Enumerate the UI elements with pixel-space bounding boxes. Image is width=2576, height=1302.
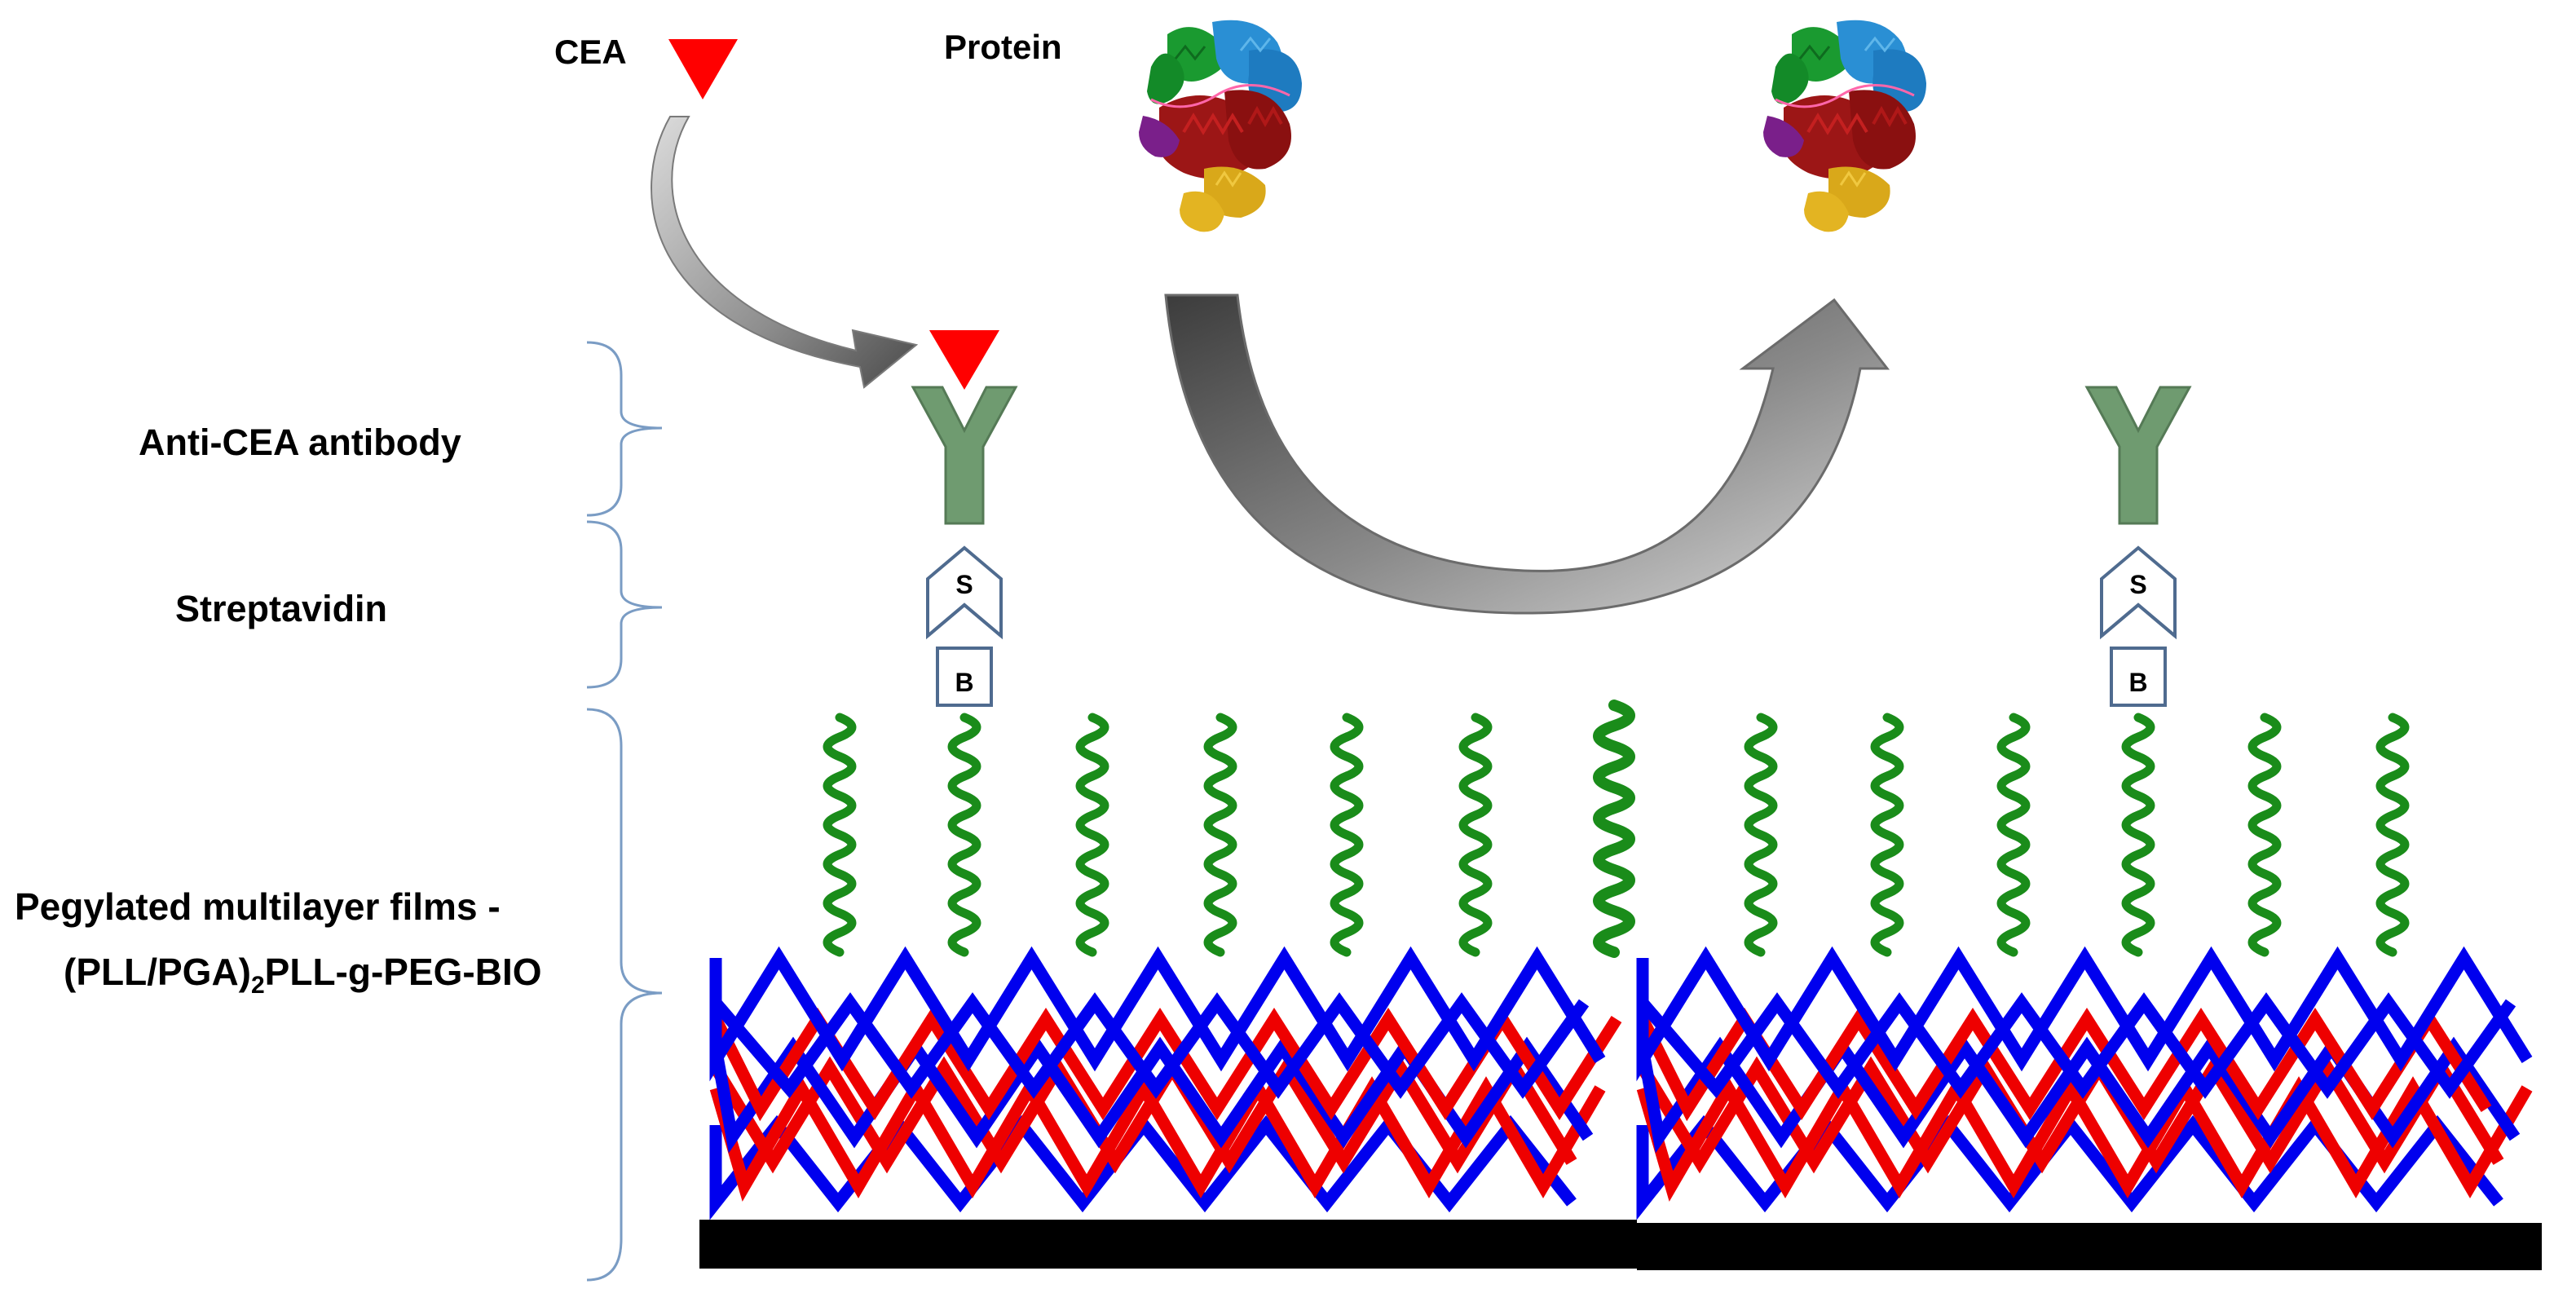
multilayer-film (709, 946, 2533, 1220)
films-label-prefix: (PLL/PGA) (64, 951, 251, 993)
peg-chain-icon (2247, 713, 2282, 957)
films-label-line1: Pegylated multilayer films - (15, 885, 501, 928)
streptavidin-marker: S (955, 570, 973, 599)
bound-cea-antigen-icon (929, 330, 999, 390)
pga-layer (710, 1008, 1622, 1122)
peg-chain-icon (1593, 700, 1635, 958)
antibody-label: Anti-CEA antibody (139, 421, 461, 463)
streptavidin-brace (586, 520, 663, 689)
pll-top-layer (709, 946, 1606, 1082)
films-label-subscript: 2 (251, 972, 265, 999)
cea-binding-arrow (651, 116, 919, 389)
antibody-brace (586, 341, 663, 517)
peg-chain-icon (1870, 713, 1904, 957)
streptavidin-marker: S (2129, 570, 2146, 599)
cea-label: CEA (554, 33, 627, 71)
substrate-left (699, 1220, 1637, 1269)
cea-antigen-icon (668, 39, 738, 99)
protein-label: Protein (944, 28, 1062, 66)
films-label-suffix: PLL-g-PEG-BIO (265, 951, 542, 993)
peg-chain-group (823, 700, 2410, 958)
pll-top-layer (1636, 946, 2533, 1082)
streptavidin-inner-chevron (926, 602, 1003, 638)
protein-structure-icon (1763, 20, 1926, 232)
peg-chain-icon (1203, 713, 1237, 957)
peg-chain-icon (823, 713, 857, 957)
peg-chain-icon (1458, 713, 1493, 957)
protein-repulsion-arrow (1164, 294, 1890, 615)
substrate-right (1637, 1223, 2542, 1270)
biotin-icon (936, 647, 993, 707)
films-label-line2: (PLL/PGA)2PLL-g-PEG-BIO (64, 951, 542, 999)
streptavidin-inner-chevron (2100, 602, 2177, 638)
antibody-icon (2084, 386, 2192, 525)
pga-layer (1637, 1056, 2504, 1174)
pll-layer (711, 992, 1590, 1099)
antibody-icon (911, 386, 1018, 525)
pga-layer (710, 1056, 1577, 1174)
peg-chain-icon (1996, 713, 2031, 957)
streptavidin-label: Streptavidin (175, 588, 387, 629)
peg-chain-icon (1075, 713, 1109, 957)
films-brace (586, 708, 663, 1282)
peg-chain-icon (1744, 713, 1778, 957)
peg-chain-icon (1330, 713, 1364, 957)
pll-layer (1638, 992, 2516, 1099)
peg-chain-icon (2375, 713, 2410, 957)
protein-structure-icon (1139, 20, 1302, 232)
right-antibody-assembly: B S (2084, 386, 2192, 707)
biotin-marker: B (2128, 668, 2147, 697)
biotin-icon (2110, 647, 2167, 707)
peg-chain-icon (2121, 713, 2155, 957)
peg-chain-icon (947, 713, 981, 957)
left-antibody-assembly: B S (911, 330, 1018, 707)
biotin-marker: B (955, 668, 973, 697)
